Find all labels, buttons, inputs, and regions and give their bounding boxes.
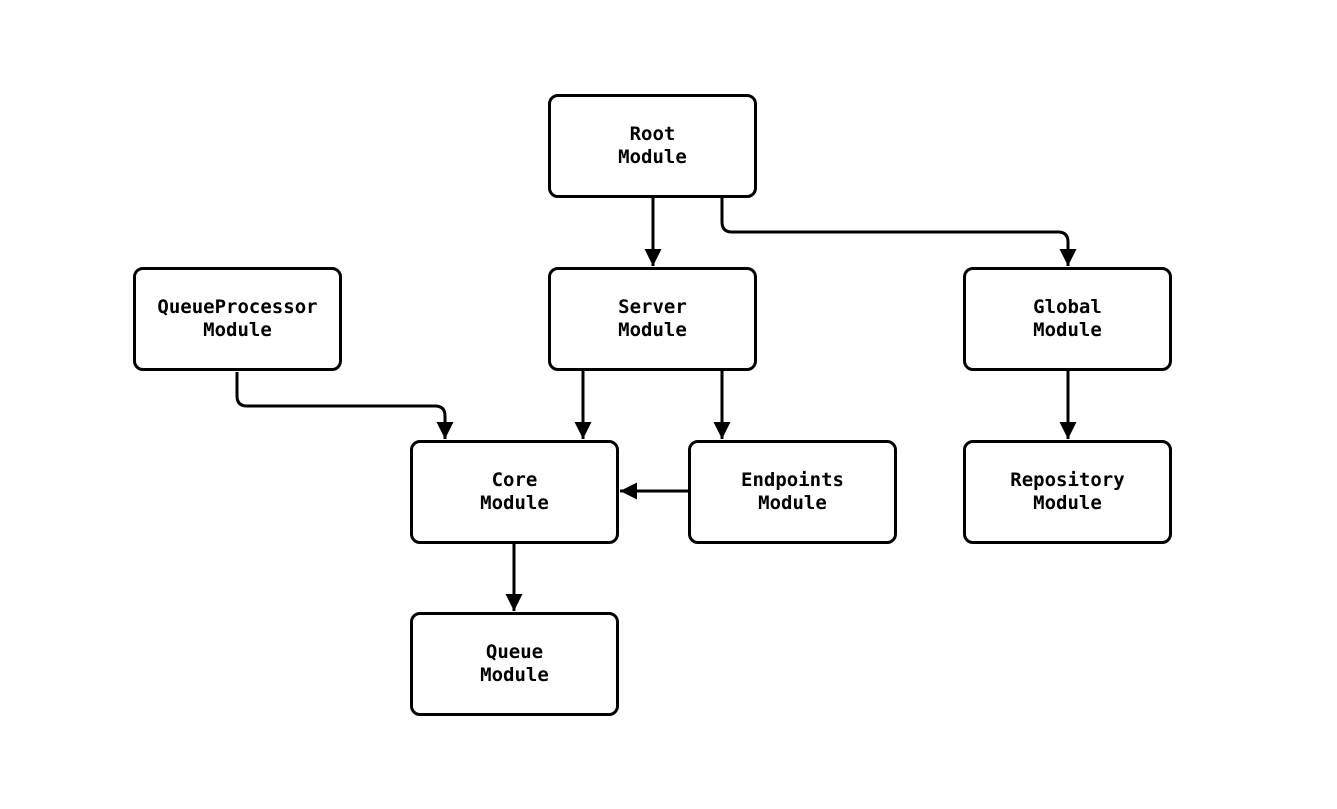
node-server-module-label: Server Module: [618, 296, 687, 341]
node-global-module-label: Global Module: [1033, 296, 1102, 341]
node-queue-module-label: Queue Module: [480, 641, 549, 686]
edge-queueprocessor-to-core: [235, 372, 454, 439]
node-endpoints-module: Endpoints Module: [688, 440, 897, 544]
node-server-module: Server Module: [548, 267, 757, 371]
node-queueprocessor-module: QueueProcessor Module: [133, 267, 342, 371]
node-queueprocessor-module-label: QueueProcessor Module: [157, 296, 318, 341]
edge-root-to-global: [720, 198, 1077, 266]
node-root-module-label: Root Module: [618, 123, 687, 168]
node-repository-module: Repository Module: [963, 440, 1172, 544]
node-core-module-label: Core Module: [480, 469, 549, 514]
node-core-module: Core Module: [410, 440, 619, 544]
node-queue-module: Queue Module: [410, 612, 619, 716]
node-repository-module-label: Repository Module: [1010, 469, 1125, 514]
node-endpoints-module-label: Endpoints Module: [741, 469, 844, 514]
node-root-module: Root Module: [548, 94, 757, 198]
node-global-module: Global Module: [963, 267, 1172, 371]
